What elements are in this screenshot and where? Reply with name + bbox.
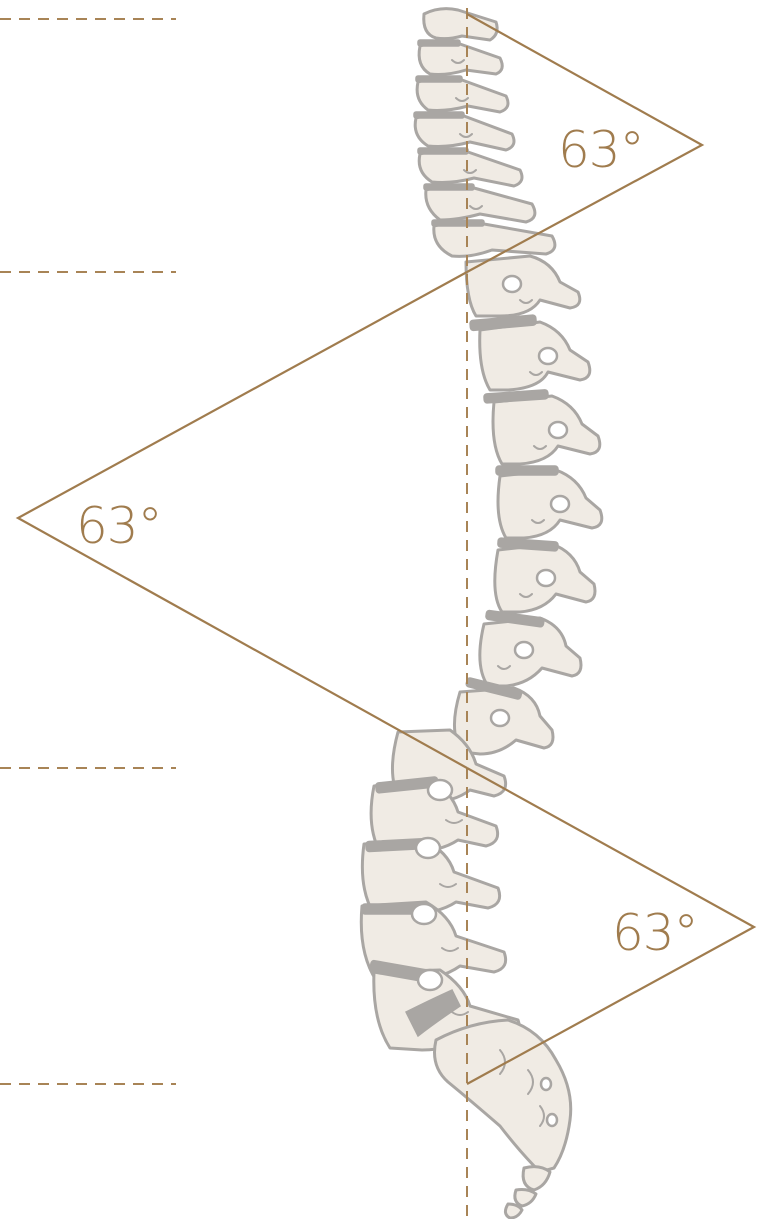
cervical-vertebrae — [414, 9, 555, 257]
thoracic-vertebrae — [454, 256, 601, 754]
thoracic-angle-label: 63° — [76, 497, 162, 555]
cervical-angle-label: 63° — [558, 121, 644, 179]
sacrum-coccyx — [435, 1020, 571, 1218]
spine-illustration — [361, 9, 602, 1218]
lumbar-vertebrae — [361, 730, 519, 1050]
lumbar-angle-label: 63° — [612, 904, 698, 962]
